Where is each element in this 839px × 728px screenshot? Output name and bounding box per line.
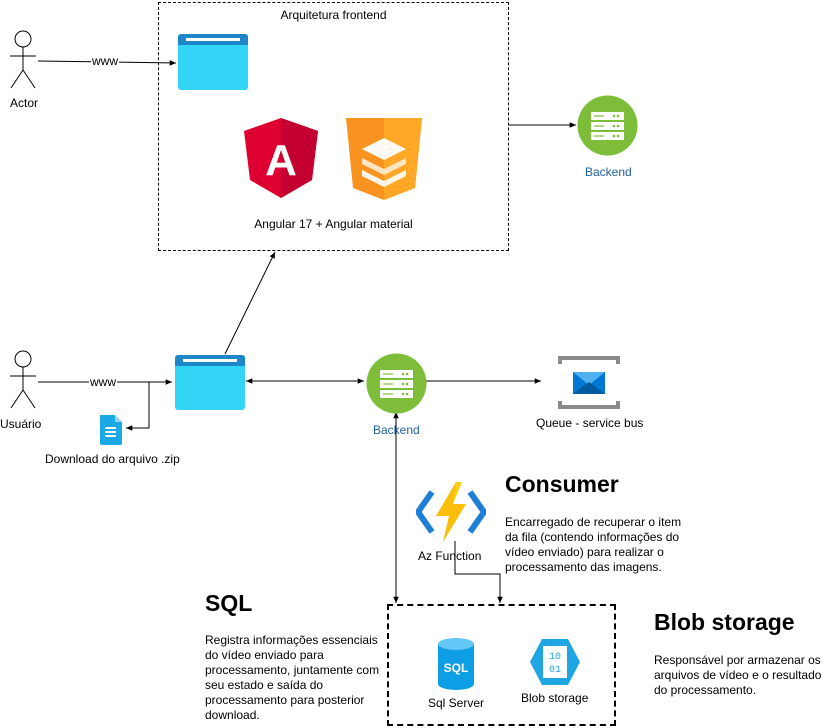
sql-database-icon: SQL [438,638,474,690]
sql-description: Registra informações essenciais do vídeo… [205,633,380,722]
actor-bottom-icon [10,350,36,409]
browser-window-top-icon [178,34,248,90]
blob-description: Responsável por armazenar os arquivos de… [654,653,822,697]
azure-function-icon [416,482,486,542]
actor-top-icon [10,30,36,89]
frontend-title: Arquitetura frontend [280,8,387,22]
edge-browser-download [126,382,150,431]
actor-bottom-label: Usuário [0,417,42,431]
consumer-description: Encarregado de recuperar o item da fila … [505,515,682,574]
blob-glyph-bottom: 01 [549,665,561,676]
sql-title: SQL [205,590,253,616]
blob-storage-label: Blob storage [521,691,589,705]
angular-logo-icon: A [244,118,318,198]
server-top-icon [577,95,638,156]
blob-storage-icon: 10 01 [530,639,580,685]
www-label-top: www [91,54,119,68]
frontend-caption: Angular 17 + Angular material [254,217,413,231]
service-bus-queue-icon [558,356,620,409]
zip-file-icon [100,415,122,445]
blob-title: Blob storage [654,609,795,635]
edge-function-storage [454,541,503,603]
storage-container [387,604,616,726]
sql-server-label: Sql Server [428,696,485,710]
frontend-container [158,2,509,251]
browser-window-bottom-icon [175,355,245,410]
az-function-label: Az Function [418,549,482,563]
queue-label: Queue - service bus [536,416,644,430]
actor-top-label: Actor [10,96,39,110]
angular-material-logo-icon [346,118,422,200]
consumer-title: Consumer [505,471,619,497]
backend-main-label: Backend [373,423,420,437]
www-label-bottom: www [89,375,117,389]
server-main-icon [366,353,427,414]
backend-top-label: Backend [585,165,632,179]
edge-browser-frontend [224,251,276,355]
sql-database-glyph: SQL [444,661,469,675]
blob-glyph-top: 10 [549,652,561,663]
angular-logo-glyph: A [265,136,297,185]
download-label: Download do arquivo .zip [45,452,180,466]
